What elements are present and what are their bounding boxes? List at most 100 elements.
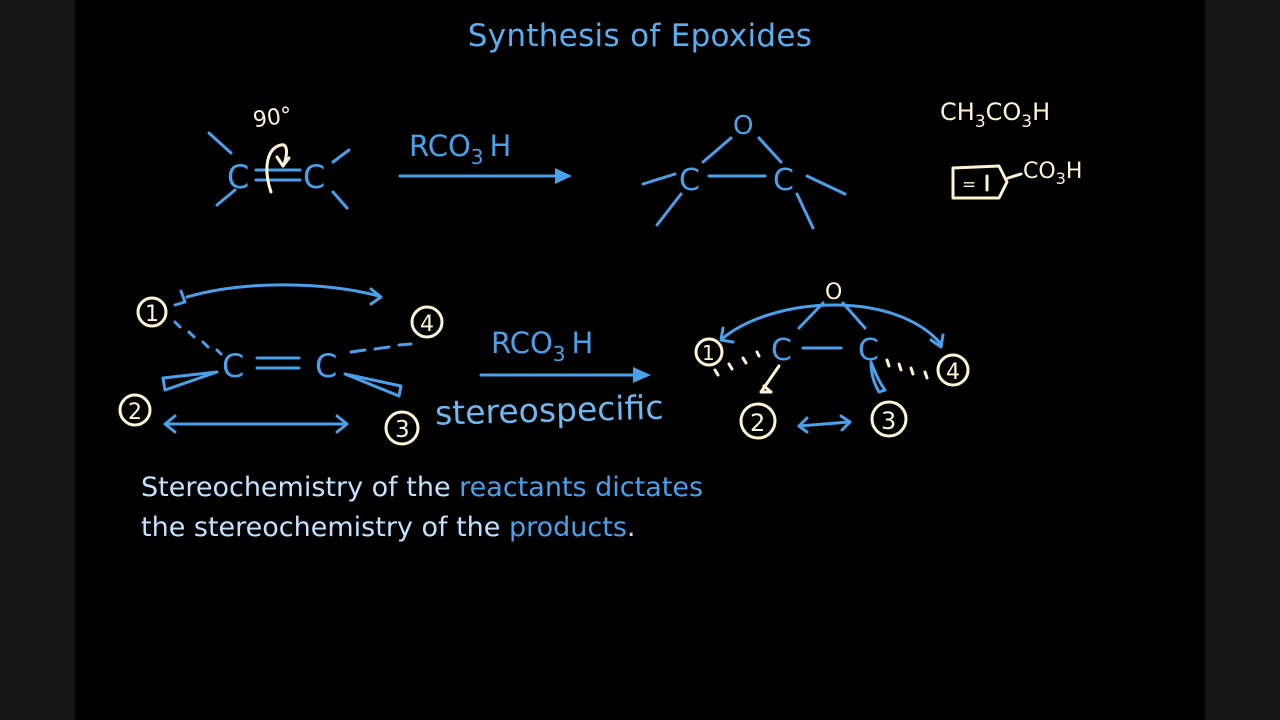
statement-period: . [626, 512, 636, 543]
product-hashed-bond-4 [885, 358, 929, 380]
peracid-1-tail: H [1032, 98, 1050, 126]
statement-line-1-text: Stereochemistry of the [141, 472, 460, 503]
bottom-epoxide: O C C 1 4 2 3 [694, 280, 970, 440]
substituent-bond-ul [207, 131, 233, 155]
o-c-bond-left [701, 136, 733, 164]
double-arrowhead-2-3-right [335, 414, 349, 434]
statement-highlight-products: products [508, 512, 627, 543]
bottom-reagent-sub: 3 [553, 342, 566, 366]
substituent-bond-ur [331, 148, 351, 164]
double-arrowhead-2-3-left [163, 414, 177, 434]
product-label-4: 4 [946, 360, 960, 385]
bottom-o-c-bond-right [841, 301, 867, 330]
substituent-bond-left-lower [655, 192, 683, 227]
peracid-1-pre: CH [940, 98, 975, 126]
o-c-bond-right [757, 136, 783, 164]
benzene-ring-mark: = [962, 175, 976, 195]
label-4: 4 [420, 312, 434, 337]
product-label-3: 3 [881, 407, 896, 435]
product-curve-arrowhead-right [929, 333, 945, 349]
substituent-bond-left-upper [641, 172, 677, 186]
statement-highlight-reactants: reactants dictates [459, 472, 704, 503]
peracid-examples: CH3CO3H = CO3H [940, 98, 1082, 200]
alkene-carbon-right: C [303, 158, 325, 196]
product-hashed-bond-1 [713, 350, 761, 377]
top-epoxide: O C C [641, 111, 847, 230]
statement-line-2: the stereochemistry of the products. [141, 508, 703, 548]
label-circle-1 [136, 296, 168, 328]
bottom-arrowhead [633, 367, 651, 383]
label-circle-2 [118, 393, 152, 427]
stereospecific-label: stereospecific [435, 388, 664, 433]
statement-line-1: Stereochemistry of the reactants dictate… [141, 468, 703, 508]
peracid-2-sub: 3 [1056, 169, 1066, 188]
reagent-tail: H [490, 129, 512, 163]
bottom-alkene-carbon-left: C [222, 347, 244, 385]
substituent-bond-ll [215, 188, 237, 207]
peracid-2-tail: H [1066, 159, 1083, 184]
page-title: Synthesis of Epoxides [467, 18, 813, 54]
wedge-bond-2 [161, 370, 219, 392]
label-3: 3 [395, 417, 410, 443]
product-label-circle-4 [936, 353, 970, 387]
product-curve-arrow-1-4 [721, 303, 943, 346]
epoxide-carbon-left: C [679, 163, 700, 198]
product-label-circle-2 [739, 402, 777, 440]
stereochemistry-statement: Stereochemistry of the reactants dictate… [141, 468, 703, 548]
bottom-reagent-tail: H [572, 326, 594, 360]
substituent-bond-right-upper [805, 174, 847, 196]
substituent-bond-right-lower [795, 192, 815, 230]
rotation-arrow [265, 143, 288, 194]
benzene-ring-icon [951, 164, 1009, 200]
peracid-1-sub2: 3 [1021, 112, 1032, 132]
product-wedge-tick [762, 384, 773, 394]
label-1: 1 [145, 302, 159, 327]
bottom-reagent-main: RCO [491, 326, 553, 360]
alkene-carbon-left: C [227, 158, 249, 196]
bottom-alkene: 1 4 2 3 C C [118, 283, 444, 446]
bottom-epoxide-oxygen: O [825, 280, 842, 305]
substituent-bond-lr [331, 190, 349, 210]
reagent-sub: 3 [471, 145, 484, 169]
epoxide-oxygen: O [733, 111, 753, 141]
curve-arrowhead-1-4-left [173, 289, 187, 307]
rotation-arrowhead [275, 155, 291, 168]
product-label-1: 1 [702, 341, 715, 365]
reagent-main: RCO [409, 129, 471, 163]
svg-text:CO3H: CO3H [1023, 159, 1082, 188]
wedge-bond-3 [343, 372, 403, 398]
hashed-bond-1 [173, 320, 223, 356]
label-2: 2 [128, 400, 142, 425]
product-double-arrowhead-right [839, 414, 852, 432]
curve-arrow-1-4 [185, 283, 381, 299]
peracid-2-pre: CO [1023, 159, 1056, 184]
hashed-bond-4 [349, 342, 413, 354]
bottom-epoxide-carbon-left: C [771, 333, 792, 368]
epoxide-carbon-right: C [773, 163, 794, 198]
bottom-alkene-carbon-right: C [315, 347, 337, 385]
angle-label: 90° [251, 103, 293, 133]
product-wedge-bond-3 [869, 360, 887, 394]
product-label-circle-3 [870, 400, 908, 438]
curve-arrowhead-1-4-right [369, 287, 383, 306]
peracid-1-mid: CO [986, 98, 1022, 126]
product-curve-arrowhead-left [719, 326, 735, 344]
label-circle-3 [384, 410, 420, 446]
product-label-2: 2 [750, 409, 765, 437]
bottom-o-c-bond-left [797, 301, 825, 330]
svg-text:CH3CO3H: CH3CO3H [940, 98, 1050, 132]
product-double-arrow-2-3 [797, 420, 851, 428]
product-double-arrowhead-left [797, 416, 809, 434]
bottom-epoxide-carbon-right: C [858, 333, 879, 368]
benzene-bond [1006, 172, 1023, 180]
top-alkene: 90° C C [207, 103, 351, 210]
statement-line-2-text: the stereochemistry of the [141, 512, 509, 543]
product-label-circle-1 [694, 337, 724, 367]
arrowhead [555, 168, 572, 184]
